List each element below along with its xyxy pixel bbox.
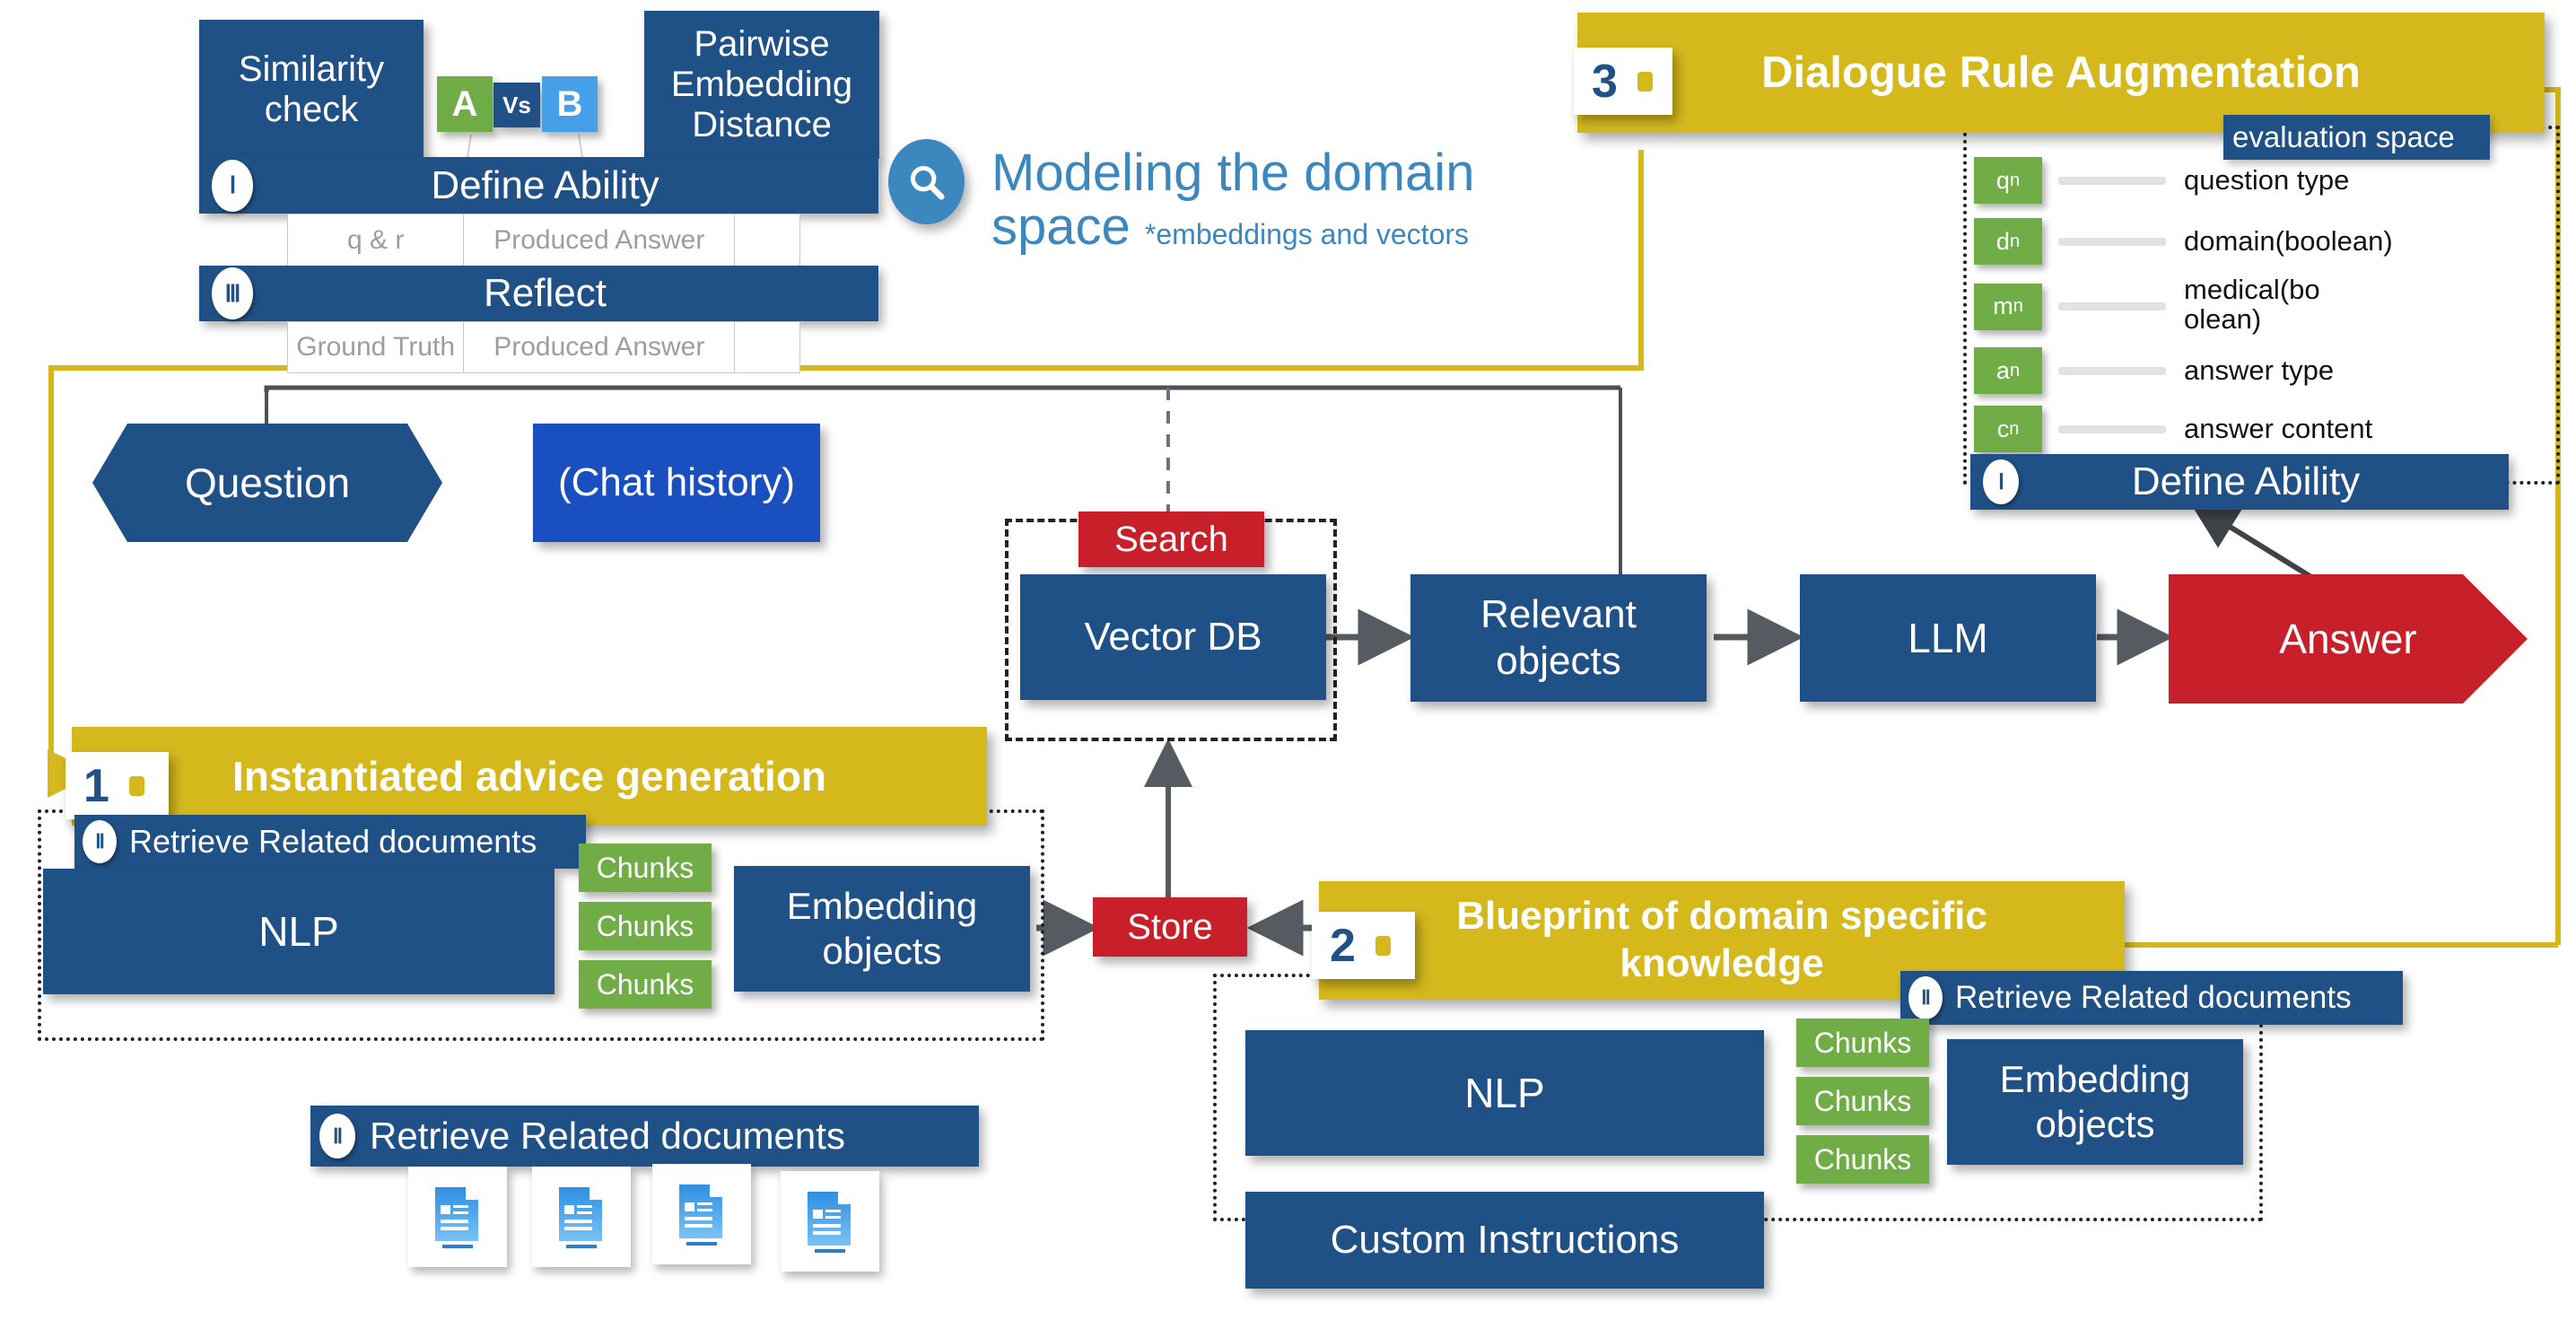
roman-numeral-three-icon: Ⅲ <box>212 267 253 319</box>
magnifier-glyph <box>910 165 945 200</box>
step2-chunk[interactable]: Chunks <box>1796 1135 1929 1184</box>
answer-node[interactable]: Answer <box>2169 574 2528 704</box>
step3-number: 3 <box>1592 55 1618 108</box>
define-ability-label: Define Ability <box>2131 459 2361 503</box>
chat-history-node[interactable]: (Chat history) <box>533 424 820 542</box>
roman-numeral-one-icon: Ⅰ <box>1983 459 2019 504</box>
documents-retrieve-label: Retrieve Related documents <box>370 1115 845 1157</box>
custom-instructions-node[interactable]: Custom Instructions <box>1245 1192 1764 1289</box>
magnifier-icon <box>888 139 965 224</box>
step2-retrieve-label: Retrieve Related documents <box>1955 980 2352 1015</box>
step3-number-tab: 3 <box>1574 48 1672 115</box>
step2-number-tab: 2 <box>1312 912 1415 979</box>
compare-a-box: A <box>437 76 493 132</box>
evaluation-label: domain(boolean) <box>2184 224 2393 257</box>
document-icon[interactable] <box>781 1171 879 1272</box>
store-node[interactable]: Store <box>1093 897 1247 957</box>
step1-retrieve-label: Retrieve Related documents <box>129 823 537 860</box>
document-glyph <box>559 1187 602 1248</box>
step1-nlp-node[interactable]: NLP <box>43 869 554 994</box>
reflect-table: Ground Truth Produced Answer <box>287 321 800 373</box>
pairwise-embedding-distance-box: Pairwise Embedding Distance <box>644 11 879 159</box>
evaluation-label: question type <box>2184 163 2350 196</box>
step1-number-tab: 1 <box>65 752 169 819</box>
step2-dot-icon <box>1375 935 1391 956</box>
step1-chunk[interactable]: Chunks <box>579 844 712 892</box>
define-ability-label: Define Ability <box>431 162 659 207</box>
page-title: Modeling the domain space *embeddings an… <box>991 144 1637 257</box>
step1-embedding-objects-node[interactable]: Embedding objects <box>734 866 1030 992</box>
define-ability-cell-blank <box>735 214 799 267</box>
reflect-cell-blank <box>735 322 799 372</box>
define-ability-cell-produced: Produced Answer <box>464 214 736 267</box>
define-ability-cell-qr: q & r <box>288 214 465 267</box>
reflect-label: Reflect <box>484 271 607 315</box>
relevant-objects-node[interactable]: Relevant objects <box>1410 574 1707 702</box>
step2-embedding-objects-node[interactable]: Embedding objects <box>1947 1039 2243 1165</box>
evaluation-label: answer type <box>2184 354 2335 386</box>
step2-number: 2 <box>1330 919 1356 972</box>
document-icon[interactable] <box>408 1167 507 1267</box>
vector-db-node[interactable]: Vector DB <box>1020 574 1326 700</box>
page-title-line1: Modeling the domain <box>991 144 1475 202</box>
step1-chunk[interactable]: Chunks <box>579 902 712 950</box>
step3-dot-icon <box>1637 71 1653 92</box>
step2-chunk[interactable]: Chunks <box>1796 1077 1929 1125</box>
roman-numeral-two-icon: Ⅱ <box>83 820 117 863</box>
document-glyph <box>679 1185 722 1246</box>
reflect-cell-ground-truth: Ground Truth <box>288 322 465 372</box>
step2-retrieve-banner[interactable]: Ⅱ Retrieve Related documents <box>1900 971 2403 1025</box>
compare-vs-box: Vs <box>493 83 540 127</box>
step3-title-bar[interactable]: Dialogue Rule Augmentation <box>1577 13 2545 133</box>
evaluation-leader-line <box>2058 366 2166 375</box>
similarity-check-box: Similarity check <box>199 20 424 159</box>
roman-numeral-one-icon: Ⅰ <box>212 159 253 212</box>
document-icon[interactable] <box>652 1164 751 1264</box>
define-ability-table: q & r Produced Answer <box>287 214 800 267</box>
roman-numeral-two-icon: Ⅱ <box>319 1114 355 1159</box>
step1-chunk[interactable]: Chunks <box>579 960 712 1009</box>
document-icon[interactable] <box>532 1167 631 1267</box>
step1-dot-icon <box>128 775 144 796</box>
compare-b-box: B <box>542 76 598 132</box>
step2-chunk[interactable]: Chunks <box>1796 1019 1929 1067</box>
evaluation-leader-line <box>2058 302 2166 311</box>
step1-retrieve-banner[interactable]: Ⅱ Retrieve Related documents <box>74 815 586 869</box>
evaluation-leader-line <box>2058 424 2166 433</box>
document-glyph <box>435 1187 478 1248</box>
step1-number: 1 <box>83 759 109 812</box>
step1-title-bar[interactable]: Instantiated advice generation <box>72 727 987 826</box>
roman-numeral-two-icon: Ⅱ <box>1908 976 1943 1019</box>
evaluation-leader-line <box>2058 176 2166 185</box>
define-ability-banner-left[interactable]: Ⅰ Define Ability <box>199 157 878 214</box>
reflect-banner[interactable]: Ⅲ Reflect <box>199 266 878 321</box>
question-node[interactable]: Question <box>92 424 442 542</box>
evaluation-leader-line <box>2058 237 2166 246</box>
evaluation-label: answer content <box>2184 412 2373 444</box>
step2-nlp-node[interactable]: NLP <box>1245 1030 1764 1156</box>
documents-retrieve-banner[interactable]: Ⅱ Retrieve Related documents <box>310 1106 979 1167</box>
search-node[interactable]: Search <box>1078 511 1264 567</box>
document-glyph <box>808 1192 851 1253</box>
evaluation-label: medical(bo olean) <box>2184 274 2320 335</box>
reflect-cell-produced: Produced Answer <box>464 322 736 372</box>
define-ability-banner-right[interactable]: Ⅰ Define Ability <box>1970 454 2509 510</box>
evaluation-space-label: evaluation space <box>2223 115 2490 160</box>
page-title-line2: space <box>991 197 1131 257</box>
llm-node[interactable]: LLM <box>1800 574 2096 702</box>
page-title-note: *embeddings and vectors <box>1144 218 1470 251</box>
